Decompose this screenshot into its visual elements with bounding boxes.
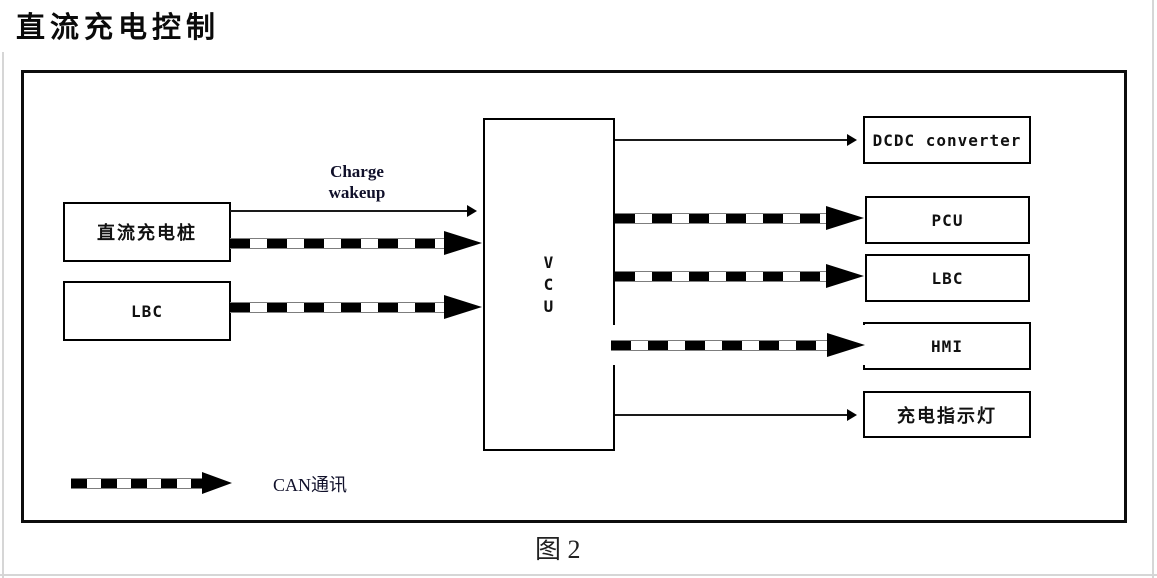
node-dc-charging-pile: 直流充电桩 bbox=[63, 202, 231, 262]
node-pcu: PCU bbox=[865, 196, 1030, 244]
arrow-vcu-to-indicator bbox=[615, 409, 857, 421]
arrowhead-icon bbox=[444, 231, 482, 255]
can-band bbox=[611, 339, 827, 351]
arrow-vcu-to-dcdc bbox=[615, 134, 857, 146]
node-pcu-label: PCU bbox=[931, 210, 964, 230]
arrowhead-icon bbox=[827, 333, 865, 357]
can-band bbox=[230, 301, 444, 313]
arrowhead-icon bbox=[202, 472, 232, 494]
can-band bbox=[615, 212, 826, 224]
node-dcdc-converter-label: DCDC converter bbox=[872, 130, 1022, 150]
can-band bbox=[230, 237, 444, 249]
can-arrow-vcu-to-pcu bbox=[615, 206, 864, 230]
can-band bbox=[615, 270, 826, 282]
section-title: 直流充电控制 bbox=[16, 12, 221, 44]
arrowhead-icon bbox=[826, 264, 864, 288]
legend-can-label: CAN通讯 bbox=[273, 475, 348, 495]
node-lbc-right: LBC bbox=[865, 254, 1030, 302]
node-hmi-label: HMI bbox=[931, 336, 963, 356]
node-dc-charging-pile-label: 直流充电桩 bbox=[97, 223, 197, 244]
arrow-charge-wakeup bbox=[230, 205, 477, 217]
figure-caption: 图 2 bbox=[535, 535, 581, 564]
node-hmi: HMI bbox=[863, 322, 1031, 370]
can-band bbox=[71, 477, 202, 489]
arrowhead-icon bbox=[444, 295, 482, 319]
can-arrow-vcu-to-lbc bbox=[615, 264, 864, 288]
page-edge-right bbox=[1152, 0, 1154, 578]
can-arrow-lbc-to-vcu bbox=[230, 295, 482, 319]
node-lbc-right-label: LBC bbox=[931, 268, 964, 288]
node-lbc-left: LBC bbox=[63, 281, 231, 341]
legend-can-arrow bbox=[71, 472, 232, 494]
page-edge-bottom bbox=[0, 574, 1157, 576]
arrowhead-icon bbox=[826, 206, 864, 230]
node-dcdc-converter: DCDC converter bbox=[863, 116, 1031, 164]
can-arrow-vcu-to-hmi bbox=[611, 325, 865, 365]
page-edge-left bbox=[2, 52, 4, 578]
charge-wakeup-label: Charge wakeup bbox=[328, 162, 386, 202]
node-vcu: V C U bbox=[483, 118, 615, 451]
can-arrow-dc-pile-to-vcu bbox=[230, 231, 482, 255]
node-lbc-left-label: LBC bbox=[131, 301, 163, 321]
node-vcu-label: V C U bbox=[543, 252, 555, 316]
node-charge-indicator: 充电指示灯 bbox=[863, 391, 1031, 438]
node-charge-indicator-label: 充电指示灯 bbox=[897, 405, 997, 427]
